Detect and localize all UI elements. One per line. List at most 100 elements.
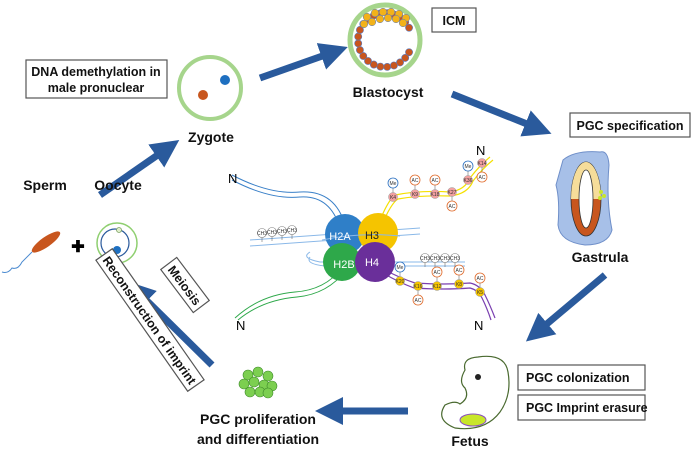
histone-h4-label: H4 — [365, 257, 379, 269]
modification-label: AC — [412, 178, 419, 184]
blastocyst-illustration — [347, 2, 423, 78]
n-terminus-label-h2b: N — [236, 318, 245, 333]
blastocyst-label: Blastocyst — [353, 84, 424, 100]
trophectoderm-cell — [369, 60, 378, 69]
icm-cell — [398, 18, 408, 28]
pgc-imprint-erasure-box — [517, 394, 646, 421]
lysine-residue — [454, 279, 464, 289]
residue-label: K14 — [478, 161, 487, 167]
modification-label: AC — [415, 298, 422, 304]
trophectoderm-cell — [356, 26, 364, 34]
fetus-label: Fetus — [451, 433, 489, 449]
methyl-mark — [387, 177, 399, 189]
lysine-residue — [432, 281, 442, 291]
zygote-label: Zygote — [188, 129, 234, 145]
pgc-cell — [262, 387, 274, 399]
lysine-residue — [463, 175, 473, 185]
lysine-residue — [430, 189, 440, 199]
trophectoderm-cell — [396, 58, 404, 67]
lysine-residue — [388, 192, 398, 202]
acetyl-mark — [446, 200, 458, 212]
arrow-zygote-to-blastocyst — [258, 43, 348, 82]
dna-demethylation-label-2: male pronuclear — [48, 81, 145, 95]
methyl-group-label: CH3 — [450, 256, 460, 262]
trophectoderm-cell — [359, 52, 368, 60]
residue-label: K27 — [448, 190, 457, 196]
gastrula-label: Gastrula — [572, 249, 629, 265]
lysine-residue — [413, 281, 423, 291]
residue-label: K12 — [433, 284, 442, 290]
icm-label: ICM — [443, 14, 466, 28]
acetyl-mark — [476, 171, 488, 183]
methyl-mark — [394, 261, 406, 273]
pgc-colonization-label: PGC colonization — [526, 371, 629, 385]
methyl-group — [420, 253, 430, 263]
residue-label: K20 — [396, 279, 405, 285]
methyl-group — [277, 226, 287, 236]
trophectoderm-cell — [405, 23, 413, 32]
modification-label: AC — [456, 268, 463, 274]
acetyl-mark — [453, 264, 465, 276]
n-terminus-label-h4: N — [474, 318, 483, 333]
residue-label: K36 — [464, 178, 473, 184]
arrow-blastocyst-to-gastrula — [450, 90, 552, 137]
acetyl-mark — [431, 266, 443, 278]
lysine-residue — [475, 287, 485, 297]
pgc-cell — [242, 369, 254, 381]
sperm-illustration — [1, 231, 61, 273]
histone-h2a-label: H2A — [329, 231, 351, 243]
methyl-group — [257, 228, 267, 238]
modification-label: AC — [479, 175, 486, 181]
trophectoderm-cell — [376, 62, 385, 71]
pgc-cell — [262, 370, 274, 382]
icm-cell — [367, 17, 377, 27]
pgc-specification-box — [569, 112, 691, 138]
methyl-group-label: CH3 — [420, 256, 430, 262]
methyl-group — [267, 227, 277, 237]
methyl-group — [287, 225, 297, 235]
pgc-colonization-box — [517, 364, 646, 391]
residue-label: K5 — [477, 290, 483, 296]
plus-icon: ✚ — [71, 239, 84, 256]
histone-h2b-label: H2B — [333, 259, 354, 271]
residue-label: K8 — [456, 282, 462, 288]
methyl-group-label: CH3 — [440, 256, 450, 262]
gastrula-illustration — [555, 151, 613, 246]
modification-label: AC — [432, 178, 439, 184]
histone-h3-label: H3 — [365, 230, 379, 242]
reconstruction-box: Reconstruction of imprint — [95, 247, 205, 393]
icm-cell — [359, 19, 369, 29]
pgc-imprint-erasure-label: PGC Imprint erasure — [526, 401, 648, 415]
pgc-cell — [248, 376, 260, 388]
n-terminus-label-h3: N — [476, 143, 485, 158]
modification-label: Me — [390, 181, 397, 187]
zygote-illustration — [177, 55, 243, 121]
residue-label: K16 — [414, 284, 423, 290]
modification-label: AC — [434, 270, 441, 276]
icm-cell — [370, 8, 380, 18]
modification-label: Me — [465, 164, 472, 170]
icm-cell — [375, 14, 385, 24]
acetyl-mark — [412, 294, 424, 306]
acetyl-mark — [474, 272, 486, 284]
lysine-residue — [410, 189, 420, 199]
pgc-cell — [252, 366, 264, 378]
methyl-group — [430, 253, 440, 263]
trophectoderm-cell — [364, 57, 372, 65]
acetyl-mark — [429, 174, 441, 186]
trophectoderm-cell — [401, 54, 410, 62]
modification-label: Me — [397, 265, 404, 271]
methyl-group-label: CH3 — [277, 229, 287, 235]
arrow-gastrula-to-fetus — [525, 272, 608, 342]
acetyl-mark — [409, 174, 421, 186]
residue-label: K9 — [412, 192, 418, 198]
pgc-specification-label: PGC specification — [577, 119, 684, 133]
trophectoderm-cell — [354, 32, 363, 41]
methyl-mark — [462, 160, 474, 172]
arrow-oocyte-to-zygote — [98, 140, 180, 198]
lysine-residue — [447, 187, 457, 197]
methyl-group-label: CH3 — [267, 230, 277, 236]
lysine-residue — [395, 276, 405, 286]
pgc-cluster-illustration — [238, 366, 278, 399]
